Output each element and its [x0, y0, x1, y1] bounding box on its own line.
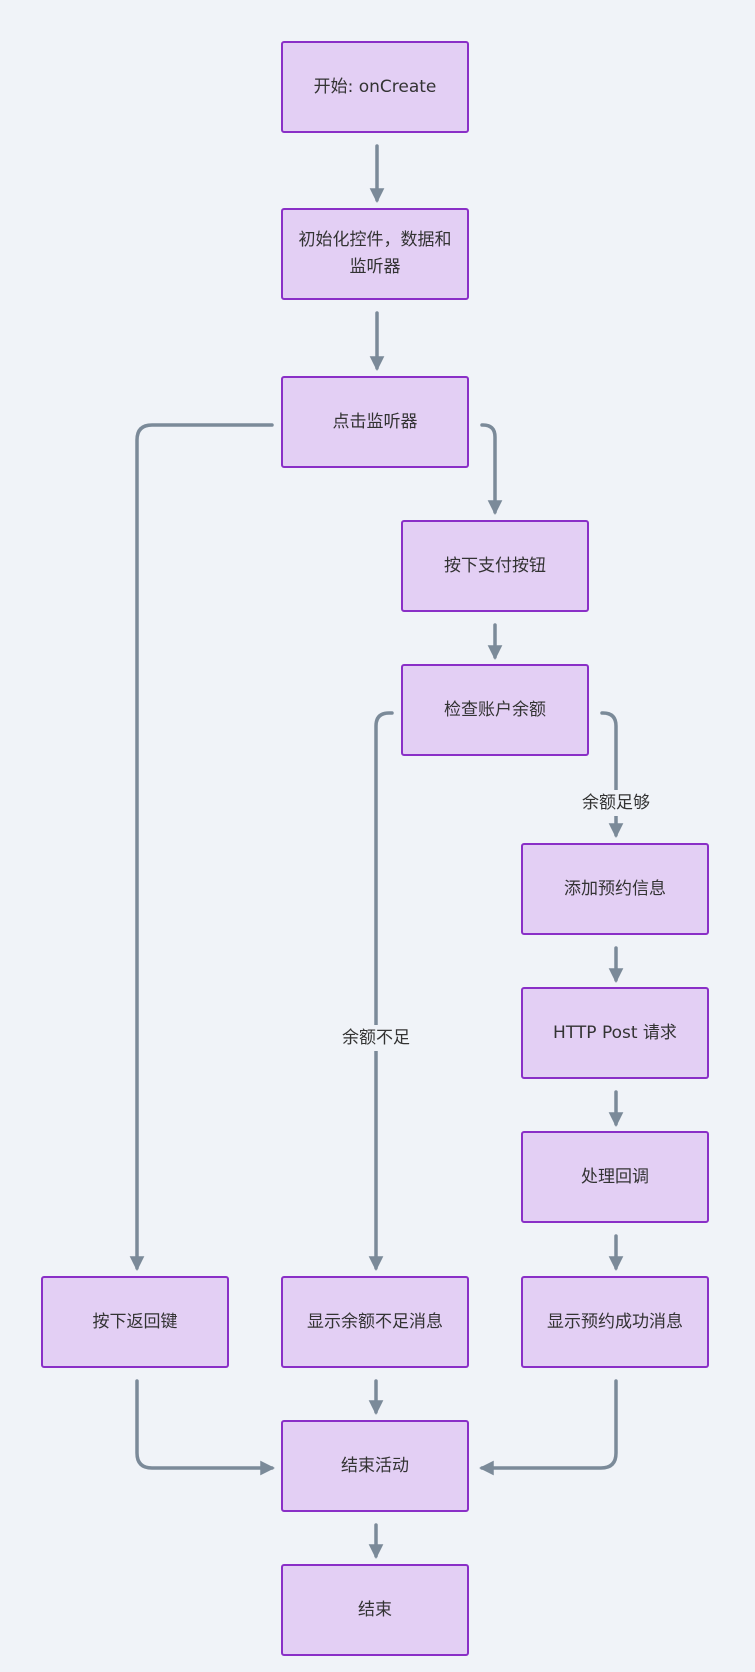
node-add-booking-label: 添加预约信息 [564, 878, 666, 899]
node-handle-callback: 处理回调 [521, 1131, 709, 1223]
edge-label-sufficient: 余额足够 [580, 790, 652, 816]
edge-check-balance-to-insufficient-msg [368, 711, 394, 1271]
node-init: 初始化控件，数据和监听器 [281, 208, 469, 300]
node-end-activity-label: 结束活动 [341, 1455, 409, 1476]
node-insufficient-message: 显示余额不足消息 [281, 1276, 469, 1368]
node-check-balance: 检查账户余额 [401, 664, 589, 756]
node-click-listener: 点击监听器 [281, 376, 469, 468]
node-check-balance-label: 检查账户余额 [444, 699, 546, 720]
node-start: 开始: onCreate [281, 41, 469, 133]
edge-success-msg-to-end-activity [479, 1379, 618, 1476]
node-back-key-pressed: 按下返回键 [41, 1276, 229, 1368]
edge-listener-to-back-key [129, 423, 274, 1271]
edge-listener-to-pay-button [480, 423, 503, 515]
edge-back-key-to-end-activity [135, 1379, 275, 1476]
node-insufficient-message-label: 显示余额不足消息 [307, 1311, 443, 1332]
node-success-message-label: 显示预约成功消息 [547, 1311, 683, 1332]
edge-label-insufficient: 余额不足 [340, 1025, 412, 1051]
node-back-key-pressed-label: 按下返回键 [92, 1311, 178, 1332]
node-pay-button-pressed-label: 按下支付按钮 [444, 555, 546, 576]
edge-check-balance-to-add-booking [600, 711, 624, 838]
node-handle-callback-label: 处理回调 [581, 1166, 649, 1187]
node-end-activity: 结束活动 [281, 1420, 469, 1512]
node-end: 结束 [281, 1564, 469, 1656]
node-click-listener-label: 点击监听器 [332, 411, 418, 432]
node-start-label: 开始: onCreate [313, 76, 437, 97]
node-end-label: 结束 [358, 1599, 392, 1620]
node-http-post-label: HTTP Post 请求 [553, 1022, 677, 1043]
node-http-post: HTTP Post 请求 [521, 987, 709, 1079]
node-add-booking: 添加预约信息 [521, 843, 709, 935]
node-success-message: 显示预约成功消息 [521, 1276, 709, 1368]
node-pay-button-pressed: 按下支付按钮 [401, 520, 589, 612]
node-init-label: 初始化控件，数据和监听器 [298, 230, 452, 277]
